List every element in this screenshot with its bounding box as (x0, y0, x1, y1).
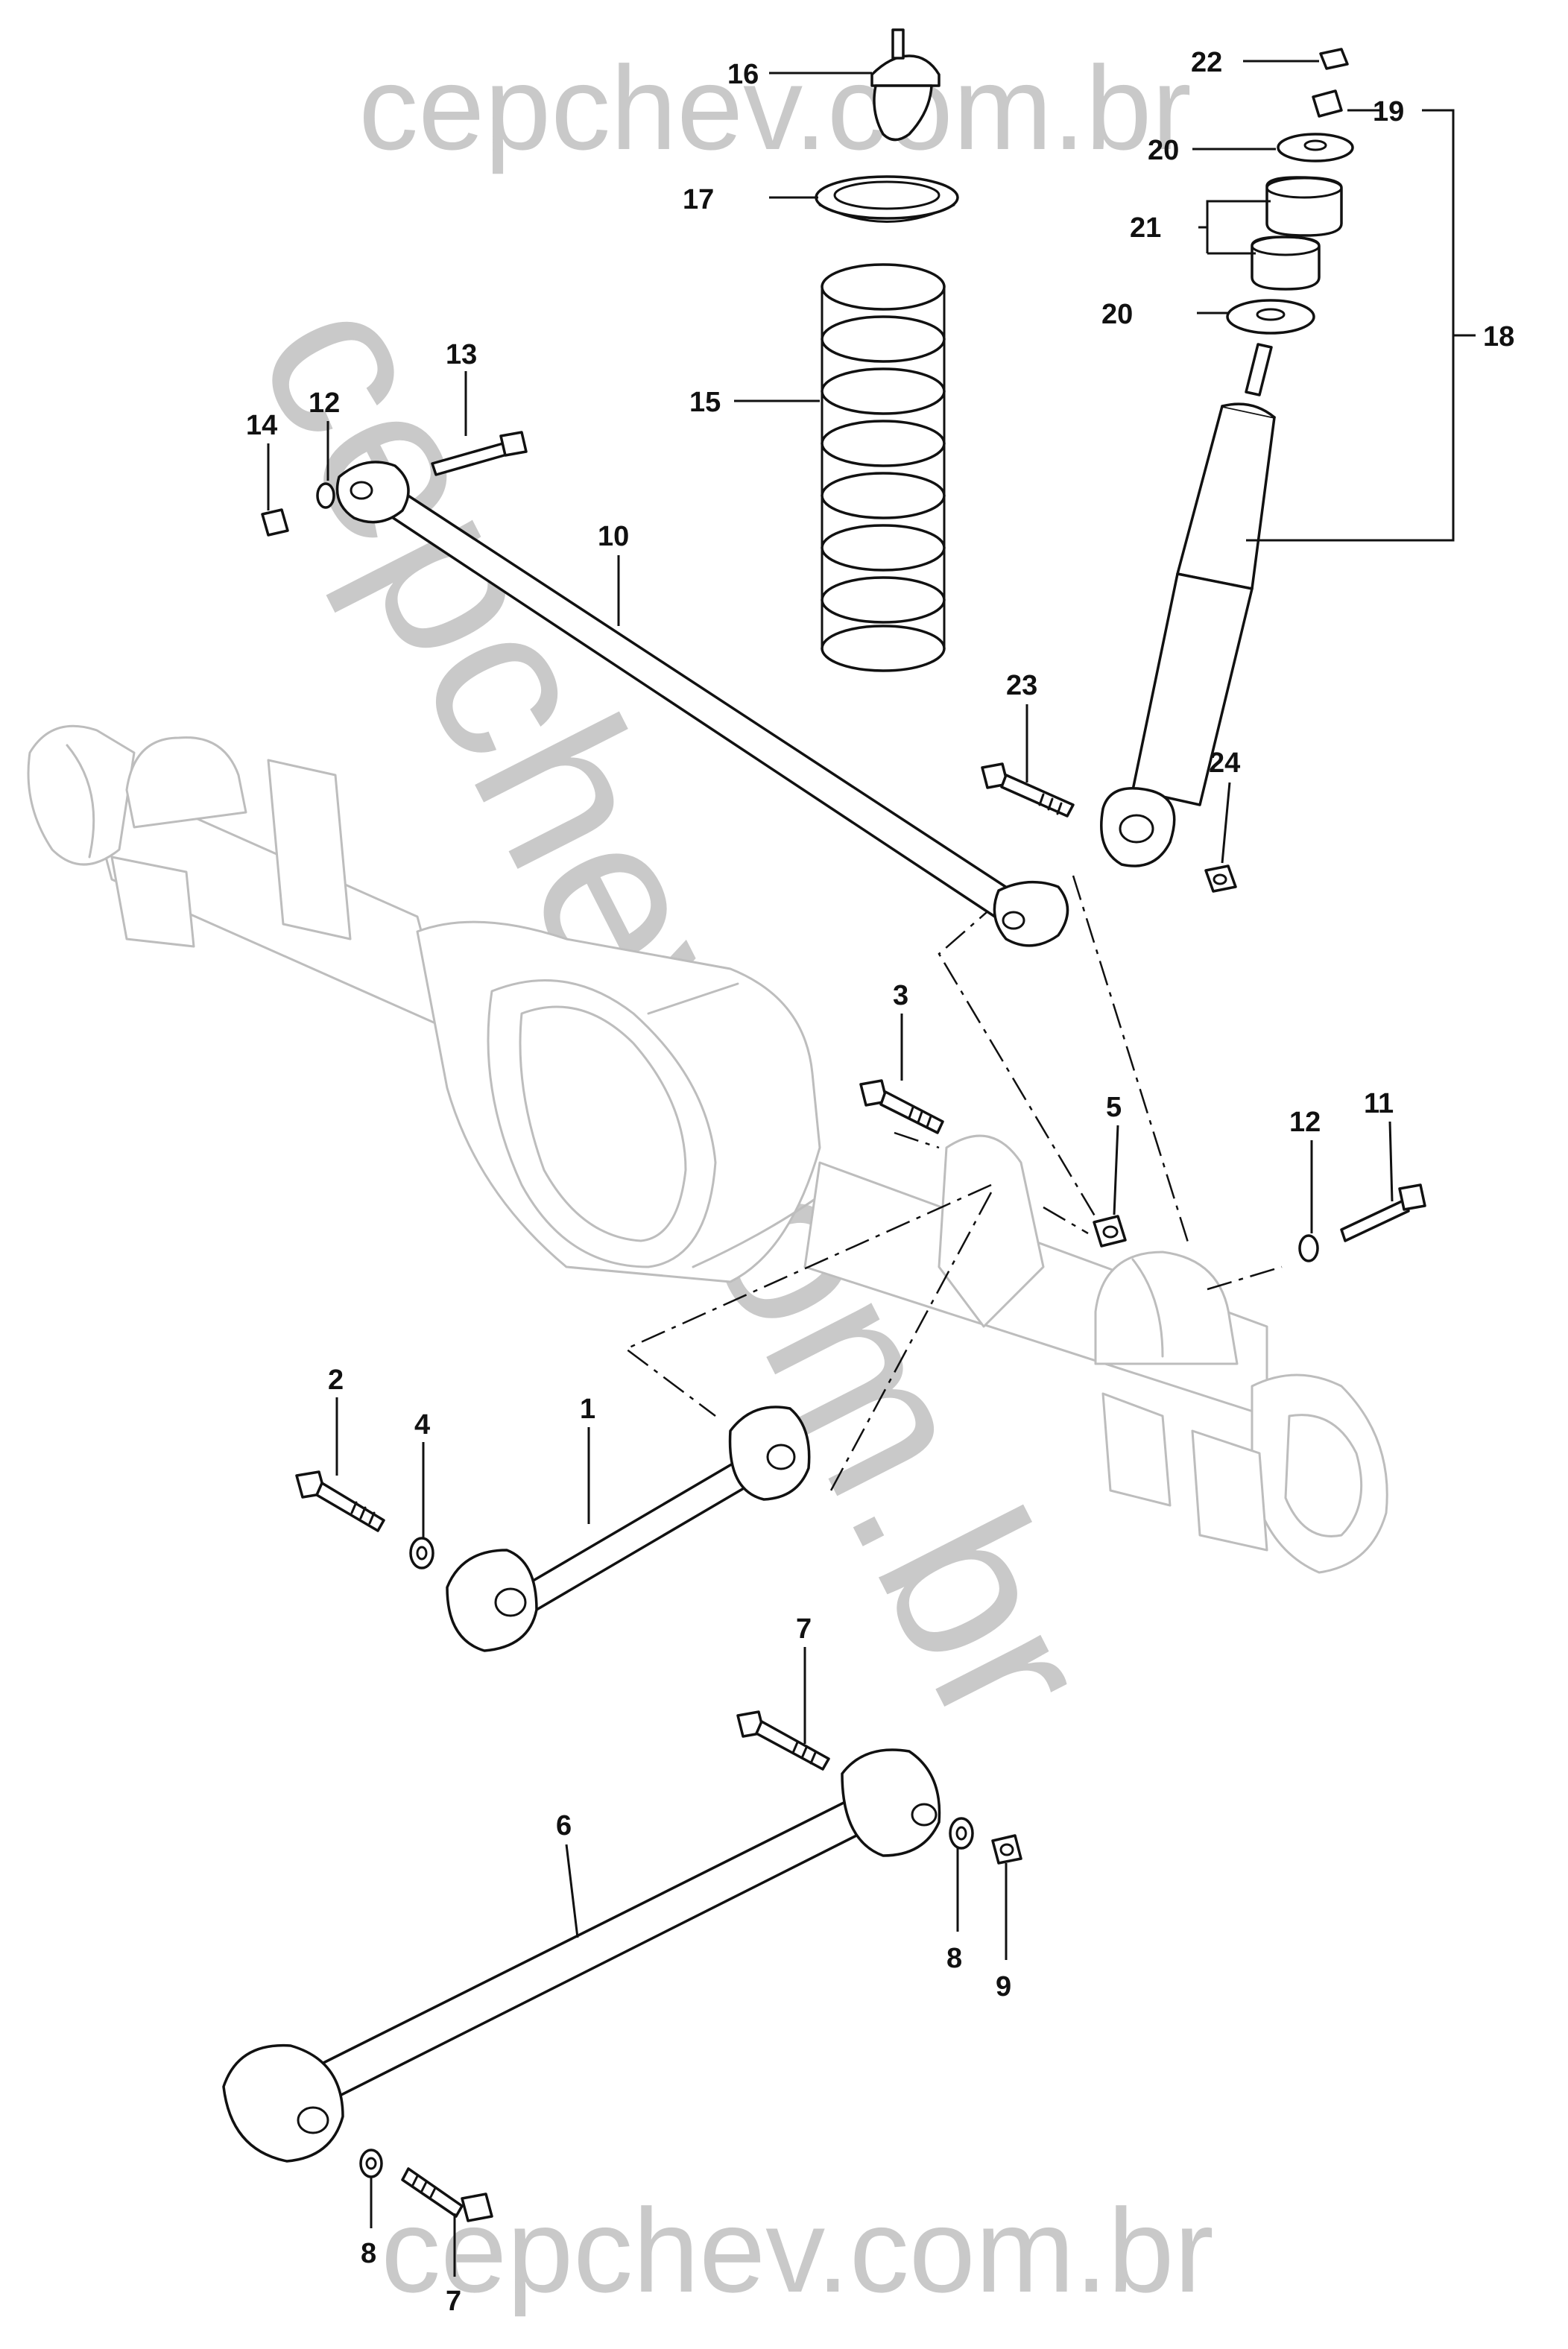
rod-left-hardware (261, 431, 528, 537)
nut-24 (1204, 864, 1237, 893)
assembly-guide-lines (624, 875, 1283, 1491)
bolt-7-upper (736, 1710, 830, 1771)
callout-23: 23 (1006, 670, 1037, 701)
callout-24: 24 (1209, 747, 1240, 779)
callout-19: 19 (1373, 96, 1404, 127)
bolt-23 (981, 762, 1075, 818)
callout-21: 21 (1130, 212, 1161, 244)
callout-16: 16 (727, 59, 759, 90)
callout-5: 5 (1106, 1092, 1122, 1123)
nut-14 (261, 508, 289, 537)
rear-axle-housing (27, 724, 1388, 1574)
coil-spring (821, 263, 946, 672)
callout-7-lower: 7 (446, 2286, 461, 2317)
watermark-bottom: cepchev.com.br (381, 2184, 1214, 2317)
callout-1: 1 (580, 1394, 595, 1425)
lateral-rod (335, 461, 1069, 947)
callout-14: 14 (246, 410, 277, 441)
washer-8-lower (359, 2149, 383, 2178)
callout-11: 11 (1364, 1088, 1394, 1119)
washer-20-upper (1277, 133, 1354, 162)
callout-17: 17 (683, 184, 714, 215)
shock-absorber (1100, 343, 1276, 867)
leader-lines (267, 60, 1476, 2277)
callout-8-upper: 8 (946, 1943, 962, 1974)
callout-12-left: 12 (309, 388, 340, 419)
callout-8-lower: 8 (361, 2238, 376, 2269)
callout-20-upper: 20 (1148, 135, 1179, 166)
bushing-21-upper (1265, 176, 1343, 237)
callout-9: 9 (996, 1971, 1011, 2002)
nut-22 (1319, 48, 1349, 70)
washer-8-upper (949, 1817, 974, 1850)
callout-22: 22 (1191, 47, 1222, 78)
nut-19 (1312, 89, 1343, 118)
callout-3: 3 (893, 980, 908, 1011)
bolt-2 (295, 1470, 385, 1532)
bump-stop (870, 28, 941, 142)
callout-12-right: 12 (1289, 1107, 1321, 1138)
callout-6: 6 (556, 1810, 572, 1841)
callout-4: 4 (414, 1409, 430, 1441)
callout-20-lower: 20 (1101, 299, 1133, 330)
right-rod-hardware (1298, 1183, 1426, 1262)
callout-10: 10 (598, 521, 629, 552)
nut-9 (991, 1834, 1022, 1865)
shock-top-hardware (1226, 48, 1354, 335)
watermark-top: cepchev.com.br (358, 41, 1192, 174)
lower-control-arm (222, 1748, 941, 2163)
washer-4 (409, 1537, 434, 1569)
callout-18: 18 (1483, 321, 1514, 352)
callout-13: 13 (446, 339, 477, 370)
washer-12-left (316, 482, 335, 509)
upper-control-arm (446, 1406, 811, 1652)
washer-20-lower (1226, 299, 1315, 335)
callout-2: 2 (328, 1365, 344, 1396)
bolt-11 (1340, 1198, 1410, 1242)
callout-7-upper: 7 (796, 1613, 812, 1645)
nut-5 (1093, 1215, 1127, 1248)
callout-numbers: 16 17 15 22 19 20 21 20 18 13 12 14 10 2… (246, 47, 1514, 2317)
washer-12-right (1298, 1234, 1319, 1262)
callout-15: 15 (689, 387, 721, 418)
bolt-3 (859, 1079, 944, 1134)
spring-seat (815, 175, 959, 223)
bushing-21-lower (1251, 235, 1321, 291)
bolt-7-lower (401, 2167, 493, 2222)
